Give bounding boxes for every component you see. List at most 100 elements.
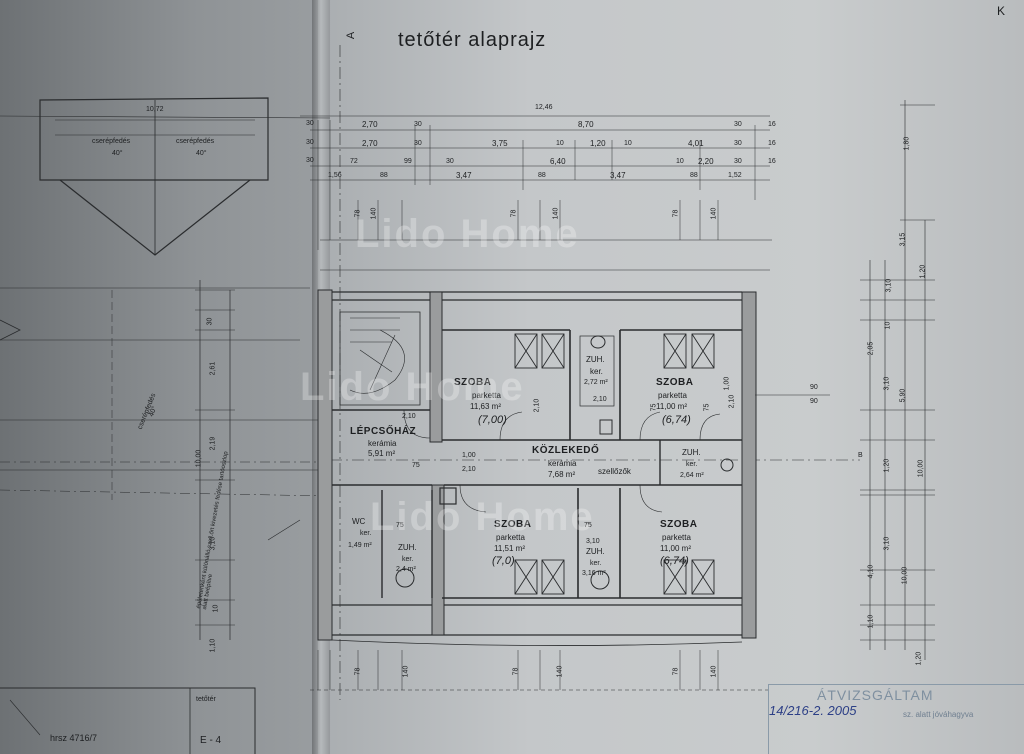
stamp-header: ÁTVIZSGÁLTAM [817, 687, 934, 703]
room-zuh3-area: 2,4 m² [396, 566, 416, 573]
dim-row3-6: 2,20 [698, 157, 714, 166]
dim-door-13: 3,10 [586, 538, 600, 545]
dim-vertical-bottom-0: 78 [354, 667, 362, 676]
room-szoba3-name: SZOBA [494, 519, 532, 530]
room-kozleked-area: 7,68 m² [548, 470, 576, 479]
right-dim-0: 1,80 [903, 136, 911, 151]
room-wc-floor: ker. [360, 530, 372, 537]
dim-row2-0: 30 [306, 139, 314, 146]
dim-vertical-bottom-1: 140 [402, 665, 410, 678]
dim-row3-5: 10 [676, 158, 684, 165]
room-wc-area: 1,49 m² [348, 542, 372, 549]
paper-left-page [0, 0, 330, 754]
roof-label-2: cserépfedés [176, 138, 215, 145]
dim-vertical-bottom-4: 78 [672, 667, 680, 676]
dim-row2-8: 30 [734, 140, 742, 147]
dim-row2-7: 4,01 [688, 139, 704, 148]
dim-vertical-bottom-5: 140 [710, 665, 718, 678]
room-szoba3-area: 11,51 m² [494, 544, 525, 553]
room-lepcsohaz-area: 5,91 m² [368, 449, 396, 458]
room-szoba2-floor: parketta [658, 391, 687, 400]
room-szoba3-floor: parketta [496, 533, 525, 542]
room-zuh3-name: ZUH. [398, 543, 417, 552]
room-szoba1-area: 11,63 m² [470, 402, 501, 411]
dim-row4-6: 1,52 [728, 172, 742, 179]
room-szoba4-area: 11,00 m² [660, 544, 691, 553]
title-block-label: tetőtér [196, 696, 216, 703]
left-dim-2: 2,19 [209, 436, 217, 451]
room-zuh2-floor: ker. [686, 461, 698, 468]
room-szoba2-name: SZOBA [656, 377, 694, 388]
room-wc-name: WC [352, 517, 366, 526]
room-zuh1-floor: ker. [590, 367, 603, 376]
dim-row1-1: 2,70 [362, 120, 378, 129]
right-dim-9: 1,20 [883, 458, 891, 473]
room-kozleked-vent-note: szellőzők [598, 467, 631, 476]
roof-dim-top: 10,72 [146, 106, 164, 113]
room-kozleked-floor: kerámia [548, 459, 577, 468]
room-lepcsohaz-floor: kerámia [368, 439, 397, 448]
dim-door-3: 2,10 [593, 396, 607, 403]
dim-row1-4: 30 [734, 121, 742, 128]
dim-row2-2: 30 [414, 140, 422, 147]
roof-angle-1: 40° [112, 150, 123, 157]
left-dim-6: 1,10 [209, 638, 217, 653]
left-dim-0: 30 [206, 317, 214, 326]
room-zuh4-floor: ker. [590, 560, 602, 567]
dim-door-12: 75 [396, 522, 404, 529]
left-dim-1: 2,61 [209, 361, 217, 376]
right-dim-11: 4,10 [867, 564, 875, 579]
room-zuh1-area: 2,72 m² [584, 379, 608, 386]
dim-total-top: 12,46 [535, 104, 553, 111]
dim-row3-1: 72 [350, 158, 358, 165]
room-zuh4-name: ZUH. [586, 547, 605, 556]
left-dim-3: 10,00 [195, 449, 203, 468]
room-lepcsohaz-name: LÉPCSŐHÁZ [350, 426, 417, 437]
right-dim-4: 10 [884, 321, 892, 330]
right-dim-10: 3,10 [883, 536, 891, 551]
dim-vertical-top-4: 78 [672, 209, 680, 218]
right-dim-2: 1,20 [919, 264, 927, 279]
dim-door-0: 90 [810, 384, 818, 391]
dim-row1-5: 16 [768, 121, 776, 128]
dim-row2-4: 10 [556, 140, 564, 147]
section-marker-b: B [858, 452, 863, 459]
right-dim-5: 2,05 [867, 341, 875, 356]
dim-row2-1: 2,70 [362, 139, 378, 148]
right-dim-14: 10,00 [901, 566, 909, 585]
room-zuh2-name: ZUH. [682, 448, 701, 457]
room-szoba3-handwritten: (7,0) [492, 555, 515, 567]
dim-vertical-bottom-3: 140 [556, 665, 564, 678]
dim-door-4: 75 [703, 403, 711, 412]
room-szoba4-handwritten: (6,74) [660, 555, 689, 567]
right-dim-6: 3,10 [883, 376, 891, 391]
dim-door-14: 75 [584, 522, 592, 529]
dim-row2-9: 16 [768, 140, 776, 147]
right-dim-7: 5,90 [899, 388, 907, 403]
room-szoba2-handwritten: (6,74) [662, 414, 691, 426]
room-szoba1-floor: parketta [472, 391, 501, 400]
dim-door-10: 1,00 [723, 376, 731, 391]
dim-row2-6: 10 [624, 140, 632, 147]
dim-row4-3: 88 [538, 172, 546, 179]
watermark-2: Lido Home [300, 365, 525, 409]
right-dim-8: 10,00 [917, 459, 925, 478]
dim-row3-8: 16 [768, 158, 776, 165]
dim-row3-0: 30 [306, 157, 314, 164]
room-szoba2-area: 11,00 m² [656, 402, 687, 411]
dim-door-2: 2,10 [533, 398, 541, 413]
dim-row4-1: 88 [380, 172, 388, 179]
title-block-ref: hrsz 4716/7 [50, 733, 98, 743]
right-dim-12: 1,10 [867, 614, 875, 629]
room-kozleked-name: KÖZLEKEDŐ [532, 445, 600, 456]
room-szoba1-name: SZOBA [454, 377, 492, 388]
stamp-note: sz. alatt jóváhagyva [903, 710, 974, 719]
room-zuh1-name: ZUH. [586, 355, 605, 364]
right-dim-13: 1,20 [915, 651, 923, 666]
dim-row3-2: 99 [404, 158, 412, 165]
stamp-handwriting: 14/216-2. 2005 [769, 703, 857, 718]
dim-vertical-bottom-2: 78 [512, 667, 520, 676]
room-zuh3-floor: ker. [402, 556, 414, 563]
dim-door-5: 75 [650, 403, 658, 412]
